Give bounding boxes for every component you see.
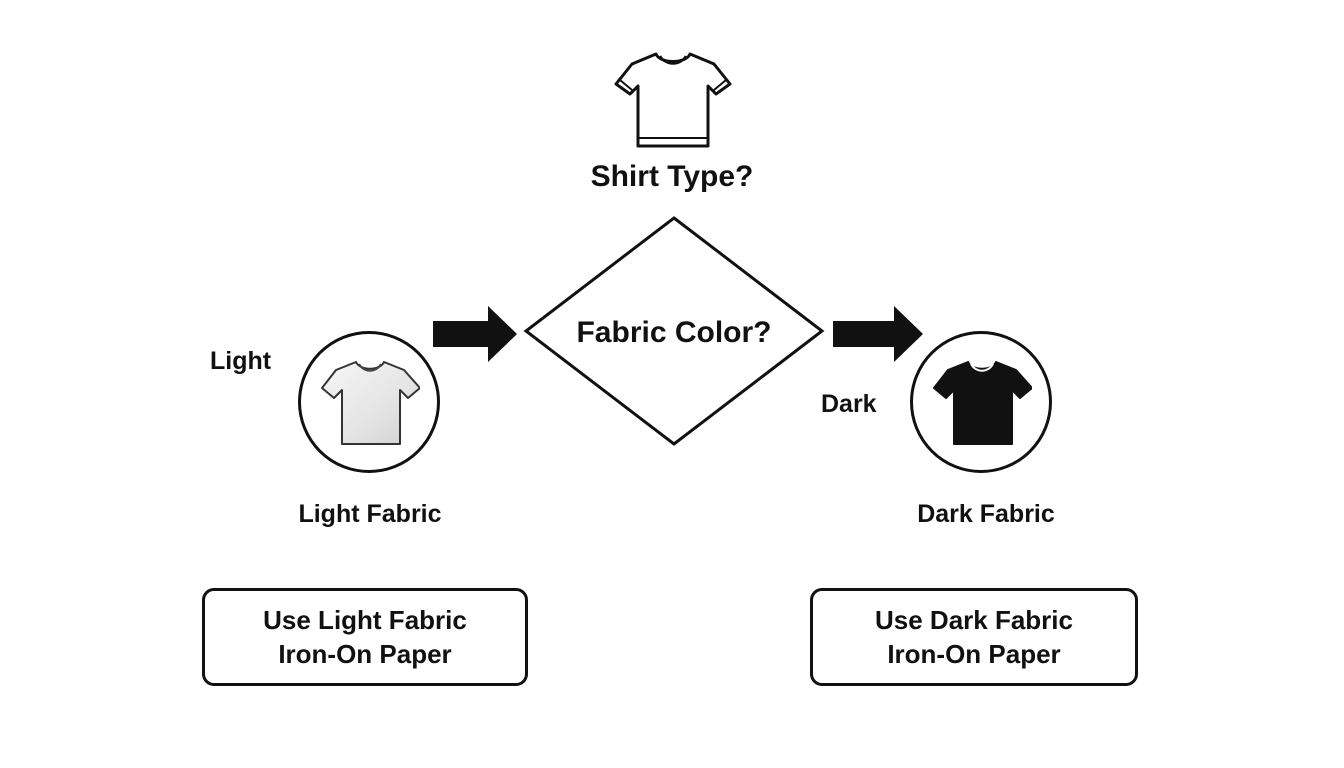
decision-label: Fabric Color? [576,316,772,349]
light-t-shirt-icon [321,361,420,445]
branch-label-dark: Dark [821,390,877,418]
light-fabric-label: Light Fabric [298,500,442,528]
dark-t-shirt-icon [933,361,1032,445]
t-shirt-outline-icon [614,52,732,148]
arrow-right-icon [833,306,923,362]
dark-fabric-node [910,331,1052,473]
dark-result-line-1: Use Dark Fabric [875,605,1073,635]
dark-result-box: Use Dark Fabric Iron-On Paper [810,588,1138,686]
question-title: Shirt Type? [590,160,754,193]
light-result-line-1: Use Light Fabric [263,605,467,635]
branch-label-light: Light [210,347,272,375]
dark-result-line-2: Iron-On Paper [887,639,1061,669]
light-result-box: Use Light Fabric Iron-On Paper [202,588,528,686]
light-result-line-2: Iron-On Paper [278,639,452,669]
decision-diamond [523,216,825,446]
arrow-right-icon [433,306,517,362]
light-fabric-node [298,331,440,473]
dark-fabric-label: Dark Fabric [917,500,1055,528]
